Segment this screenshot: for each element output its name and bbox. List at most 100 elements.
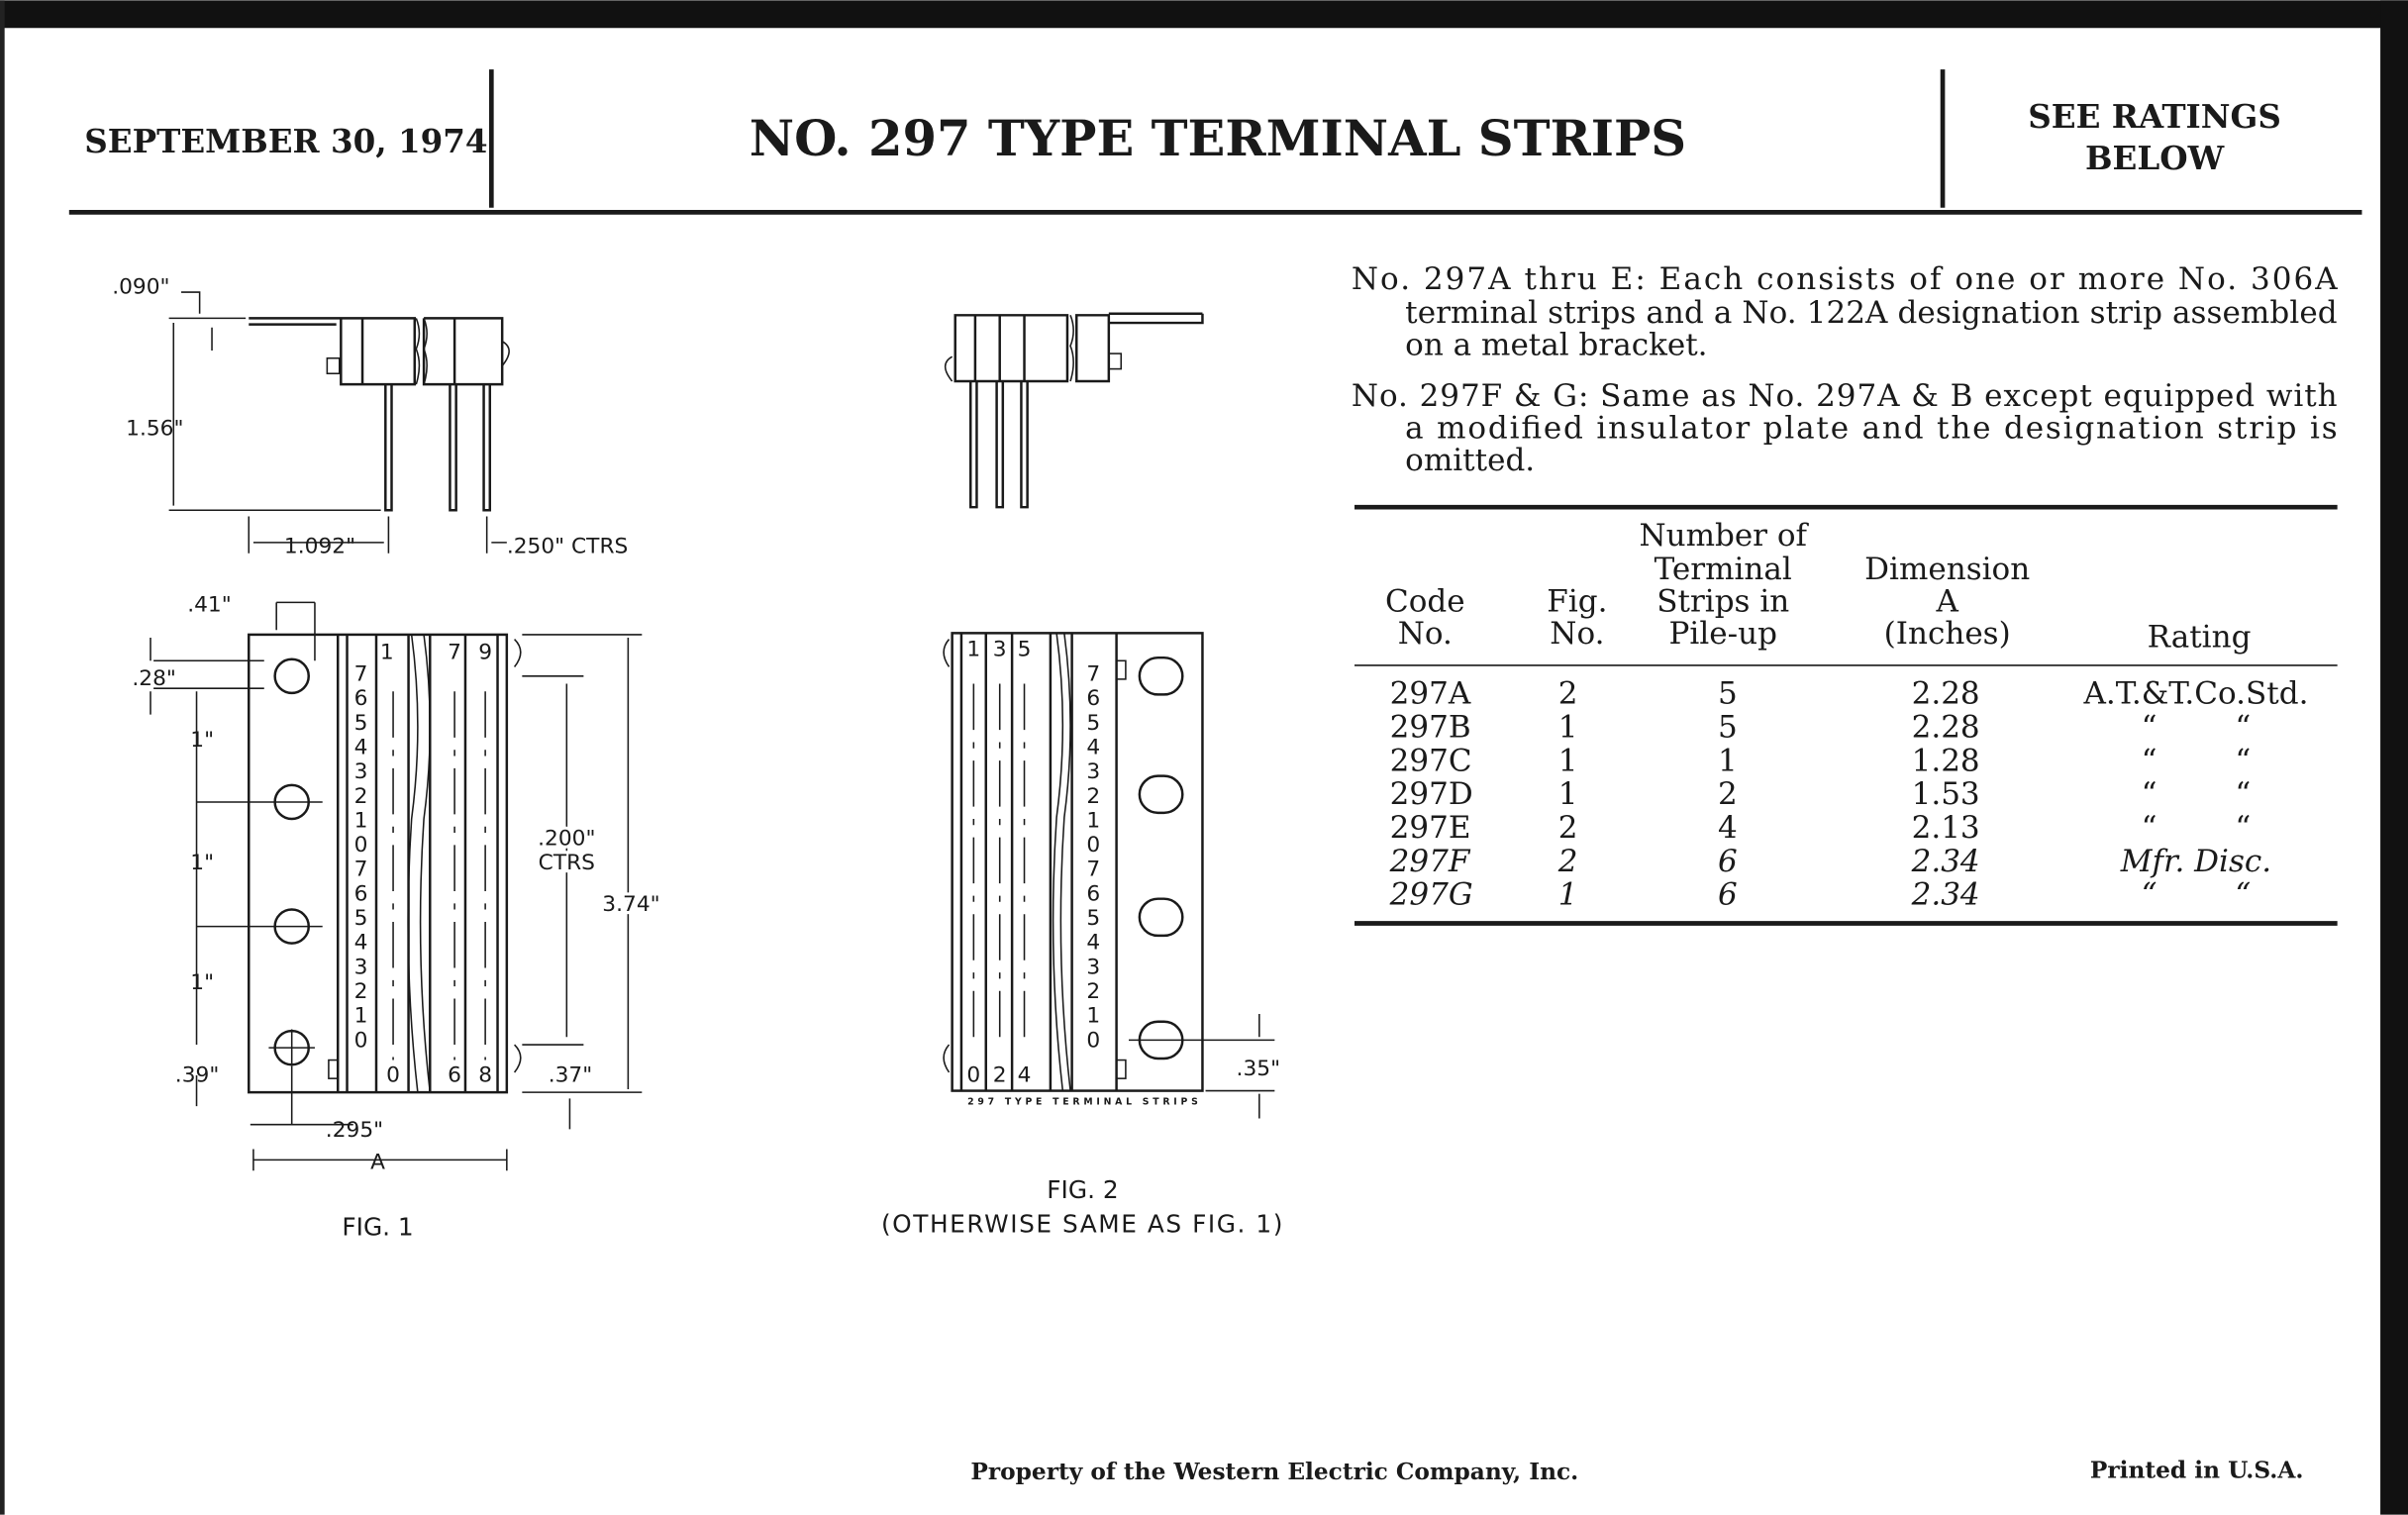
scan-edge-top [0, 0, 2408, 29]
cell-rating: “ “ [2142, 710, 2252, 746]
dim-1: 1" [190, 728, 214, 753]
dim-1: 1" [190, 970, 214, 995]
mounting-hole [273, 657, 310, 695]
cell-rating: “ “ [2142, 743, 2252, 778]
screw-head [943, 639, 951, 1073]
scan-edge-left [0, 0, 5, 1515]
dim-37: .37" [549, 1062, 593, 1087]
designation-digit: 2 [1086, 784, 1100, 809]
centerlines [392, 691, 486, 1060]
designation-digit: 2 [354, 979, 368, 1004]
hole-centerlines [196, 801, 323, 1066]
screw-head [1115, 1059, 1127, 1079]
cell-strips: 6 [1718, 844, 1738, 879]
cell-dimension: 2.13 [1912, 810, 1980, 846]
strip-blocks [360, 317, 504, 386]
cell-fig: 1 [1558, 776, 1578, 812]
dimension-lines [248, 516, 507, 554]
designation-digit: 0 [354, 1028, 368, 1053]
printed-notice: Printed in U.S.A. [2090, 1457, 2304, 1483]
description-line: No. 297A thru E: Each consists of one or… [1352, 261, 2338, 297]
designation-digit: 3 [354, 955, 368, 979]
bottom-terminal-number: 2 [993, 1062, 1007, 1087]
designation-digit: 2 [354, 784, 368, 809]
designation-digit: 4 [354, 931, 368, 956]
designation-digit: 0 [354, 833, 368, 858]
bracket-outline [248, 633, 509, 1094]
screw-head [328, 1059, 339, 1079]
cell-code: 297E [1390, 810, 1471, 846]
header-strips: Terminal [1655, 552, 1792, 587]
cell-dimension: 2.28 [1912, 676, 1980, 712]
header-dimension: (Inches) [1884, 616, 2011, 652]
cell-rating: A.T.&T.Co.Std. [2082, 676, 2308, 712]
dim-41: .41" [187, 593, 232, 618]
cell-rating: “ “ [2142, 877, 2252, 913]
top-terminal-number: 5 [1018, 638, 1032, 662]
designation-digit: 7 [1086, 661, 1100, 686]
header-dimension: A [1935, 584, 1958, 620]
designation-digit: 6 [1086, 686, 1100, 711]
description-line: a modified insulator plate and the desig… [1405, 410, 2337, 446]
mounting-slot [1138, 897, 1184, 938]
top-terminal-number: 1 [966, 638, 980, 662]
description-line: terminal strips and a No. 122A designati… [1405, 295, 2337, 331]
description: No. 297A thru E: Each consists of one or… [1352, 261, 2338, 478]
ratings-note: SEE RATINGS [2028, 97, 2281, 136]
dim-250-ctrs: .250" CTRS [507, 535, 628, 559]
cell-strips: 5 [1718, 676, 1738, 712]
dim-a: A [370, 1151, 385, 1175]
designation-digit: 7 [354, 858, 368, 882]
header: SEPTEMBER 30, 1974 NO. 297 TYPE TERMINAL… [68, 69, 2362, 215]
dim-1092: 1.092" [284, 535, 355, 559]
top-terminal-number: 3 [993, 638, 1007, 662]
designation-digit: 6 [354, 686, 368, 711]
header-rating: Rating [2148, 619, 2252, 655]
screw-head [513, 639, 522, 1073]
dimension-lines [150, 601, 643, 1171]
cell-code: 297A [1390, 676, 1471, 712]
bottom-terminal-number: 8 [478, 1062, 492, 1087]
strip-label: 297 TYPE TERMINAL STRIPS [967, 1097, 1198, 1108]
designation-digit: 0 [1086, 1028, 1100, 1053]
header-strips: Number of [1639, 518, 1809, 554]
designation-digit: 5 [354, 906, 368, 931]
strip-dividers [959, 633, 1118, 1091]
screw-head [326, 356, 341, 375]
screw-head [501, 340, 510, 366]
screw-head [944, 355, 953, 382]
designation-digit: 2 [1086, 979, 1100, 1004]
cell-dimension: 1.53 [1912, 776, 1980, 812]
dim-156: 1.56" [126, 416, 183, 441]
screw-head [1115, 659, 1127, 680]
dim-1: 1" [190, 851, 214, 875]
dim-ctrs: CTRS [539, 851, 595, 875]
cell-fig: 2 [1558, 810, 1578, 846]
top-terminal-number: 1 [380, 641, 394, 665]
designation-digit: 6 [1086, 881, 1100, 906]
dim-374: 3.74" [602, 892, 659, 917]
description-line: No. 297F & G: Same as No. 297A & B excep… [1352, 378, 2338, 414]
scan-edge-right [2380, 0, 2408, 1515]
break-line [1069, 315, 1074, 382]
cell-strips: 2 [1718, 776, 1738, 812]
cell-fig: 1 [1558, 710, 1578, 746]
designation-digit: 4 [1086, 735, 1100, 759]
fig2-caption: FIG. 2 [1047, 1175, 1118, 1204]
designation-digit: 1 [1086, 1004, 1100, 1029]
bottom-terminal-number: 0 [966, 1062, 980, 1087]
header-code: Code [1385, 584, 1465, 620]
cell-strips: 1 [1718, 743, 1738, 778]
header-strips: Strips in [1656, 584, 1789, 620]
ratings-table: Code No. Fig. No. Number of Terminal Str… [1354, 504, 2338, 926]
terminal-pins [384, 384, 492, 512]
header-fig: No. [1550, 616, 1604, 652]
